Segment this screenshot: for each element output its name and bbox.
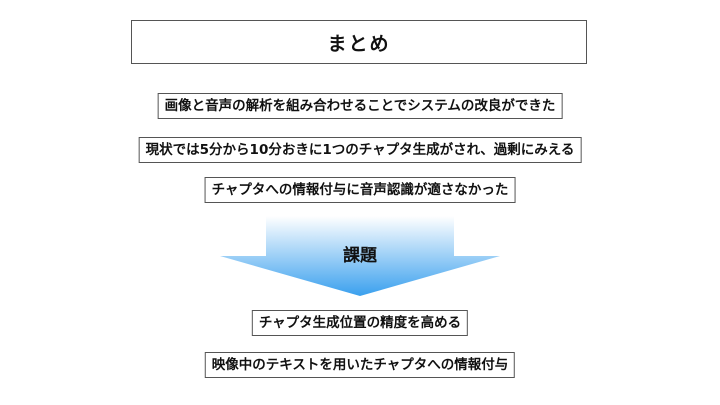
slide-title: まとめ <box>131 20 587 64</box>
issue-item-2: 映像中のテキストを用いたチャプタへの情報付与 <box>204 352 516 378</box>
summary-point-1: 画像と音声の解析を組み合わせることでシステムの改良ができた <box>157 93 563 119</box>
arrow-shape <box>220 216 500 296</box>
issue-item-1: チャプタ生成位置の精度を高める <box>251 310 469 336</box>
summary-point-3: チャプタへの情報付与に音声認識が適さなかった <box>204 177 516 203</box>
arrow-label: 課題 <box>343 246 377 266</box>
down-arrow-icon <box>220 216 500 296</box>
summary-point-2: 現状では5分から10分おきに1つのチャプタ生成がされ、過剰にみえる <box>138 137 582 163</box>
